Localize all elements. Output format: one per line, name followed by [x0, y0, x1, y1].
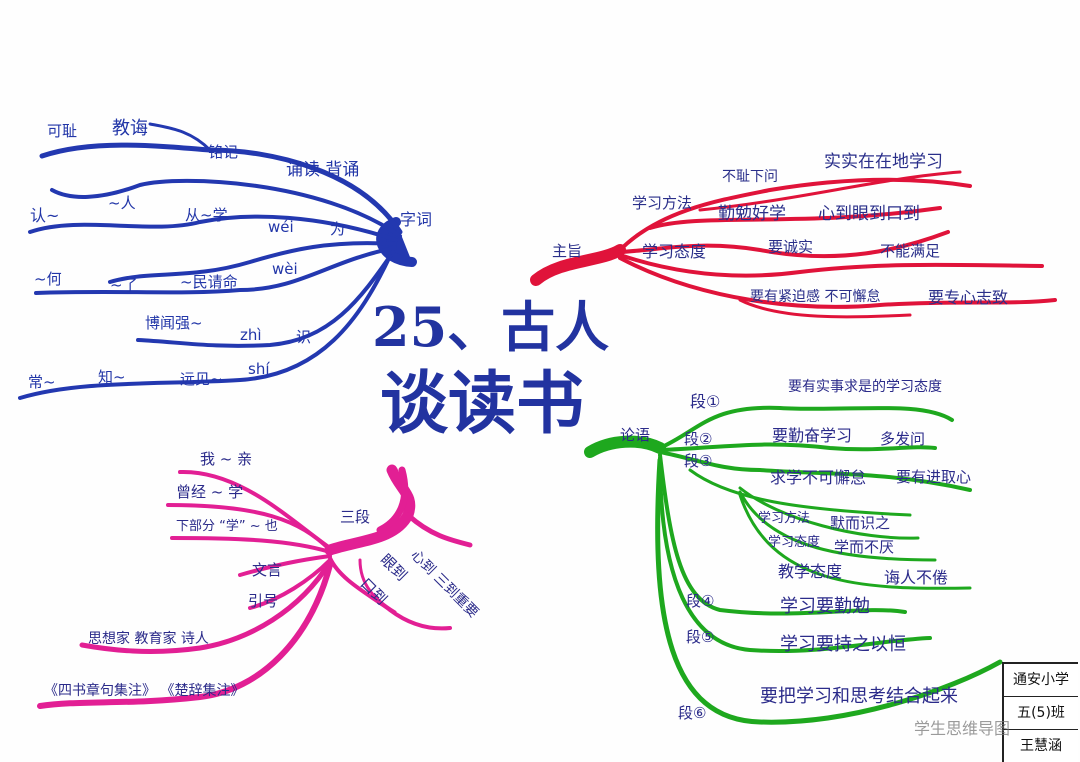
blue-label: 远见~	[180, 370, 223, 388]
red-root-label: 主旨	[552, 242, 583, 260]
red-label: 要诚实	[768, 238, 814, 256]
green-label: 段⑤	[686, 628, 715, 646]
school-name: 通安小学	[1004, 664, 1078, 697]
blue-label: 可耻	[47, 122, 78, 140]
green-label: 学而不厌	[834, 538, 895, 556]
blue-label: 博闻强~	[145, 314, 203, 332]
red-label: 实实在在地学习	[824, 152, 943, 172]
blue-label: ~民请命	[180, 273, 238, 291]
pink-label: 文言	[252, 561, 283, 579]
pink-branches	[37, 464, 473, 709]
pink-label: 下部分 “学” ~ 也	[176, 519, 278, 534]
green-label: 默而识之	[830, 514, 891, 532]
class-name: 五(5)班	[1004, 697, 1078, 730]
blue-label: shí	[248, 360, 270, 378]
blue-label: 教诲	[112, 118, 148, 139]
blue-label: 认~	[30, 206, 60, 225]
blue-label: 从~学	[185, 206, 228, 224]
green-label: 段④	[686, 592, 715, 610]
red-branches	[530, 170, 1057, 319]
blue-label: zhì	[240, 326, 262, 344]
green-label: 教学态度	[778, 562, 843, 581]
pink-label: 思想家 教育家 诗人	[88, 631, 209, 647]
green-label: 求学不可懈怠	[770, 468, 867, 487]
green-label: 要把学习和思考结合起来	[760, 686, 958, 707]
green-label: 学习态度	[768, 535, 821, 550]
green-label: 要有实事求是的学习态度	[788, 379, 942, 395]
blue-label: wèi	[272, 260, 298, 278]
red-label: 学习方法	[632, 194, 693, 212]
red-label: 心到眼到口到	[818, 204, 920, 224]
green-root-label: 论语	[620, 426, 651, 444]
green-label: 段②	[684, 430, 713, 448]
green-label: 学习要勤勉	[780, 596, 870, 617]
blue-label: 知~	[98, 368, 126, 386]
green-label: 诲人不倦	[884, 568, 949, 587]
pink-label: 曾经 ~ 学	[176, 483, 244, 501]
watermark: 学生思维导图	[914, 719, 1011, 738]
green-label: 学习方法	[758, 511, 811, 526]
blue-label: ~了	[110, 276, 138, 294]
student-name: 王慧涵	[1020, 738, 1062, 754]
blue-label: wéi	[268, 218, 294, 236]
author-stamp: 通安小学 五(5)班 王慧涵	[1002, 662, 1078, 762]
blue-label: 常~	[28, 373, 56, 391]
green-branches	[584, 405, 1003, 725]
green-label: 段⑥	[678, 704, 707, 722]
green-label: 要勤奋学习	[772, 426, 853, 445]
title-line-2: 谈读书	[380, 364, 585, 444]
green-label: 段①	[690, 392, 721, 411]
blue-root-label: 字词	[400, 210, 433, 229]
blue-branches	[18, 122, 417, 400]
red-label: 不能满足	[880, 242, 941, 260]
blue-label: 为	[330, 220, 346, 238]
pink-root-label: 三段	[340, 508, 371, 526]
blue-label: 识	[296, 328, 312, 346]
pink-label: 《四书章句集注》 《楚辞集注》	[44, 683, 245, 699]
red-label: 要专心志致	[928, 288, 1009, 307]
red-label: 学习态度	[642, 242, 707, 261]
red-label: 勤勉好学	[718, 204, 786, 224]
green-label: 要有进取心	[896, 468, 972, 486]
red-label: 要有紧迫感 不可懈怠	[750, 289, 881, 305]
red-label: 不耻下问	[722, 169, 778, 185]
green-label: 学习要持之以恒	[780, 634, 906, 655]
green-label: 多发问	[880, 430, 926, 448]
blue-label: 诵读 背诵	[286, 160, 360, 180]
blue-label: 铭记	[208, 143, 239, 161]
pink-label: 我 ~ 亲	[200, 450, 253, 468]
pink-label: 引号	[248, 592, 279, 610]
blue-label: ~人	[108, 194, 136, 212]
title-line-1: 25、古人	[372, 295, 610, 359]
green-label: 段③	[684, 452, 713, 470]
blue-label: ~何	[34, 270, 62, 288]
